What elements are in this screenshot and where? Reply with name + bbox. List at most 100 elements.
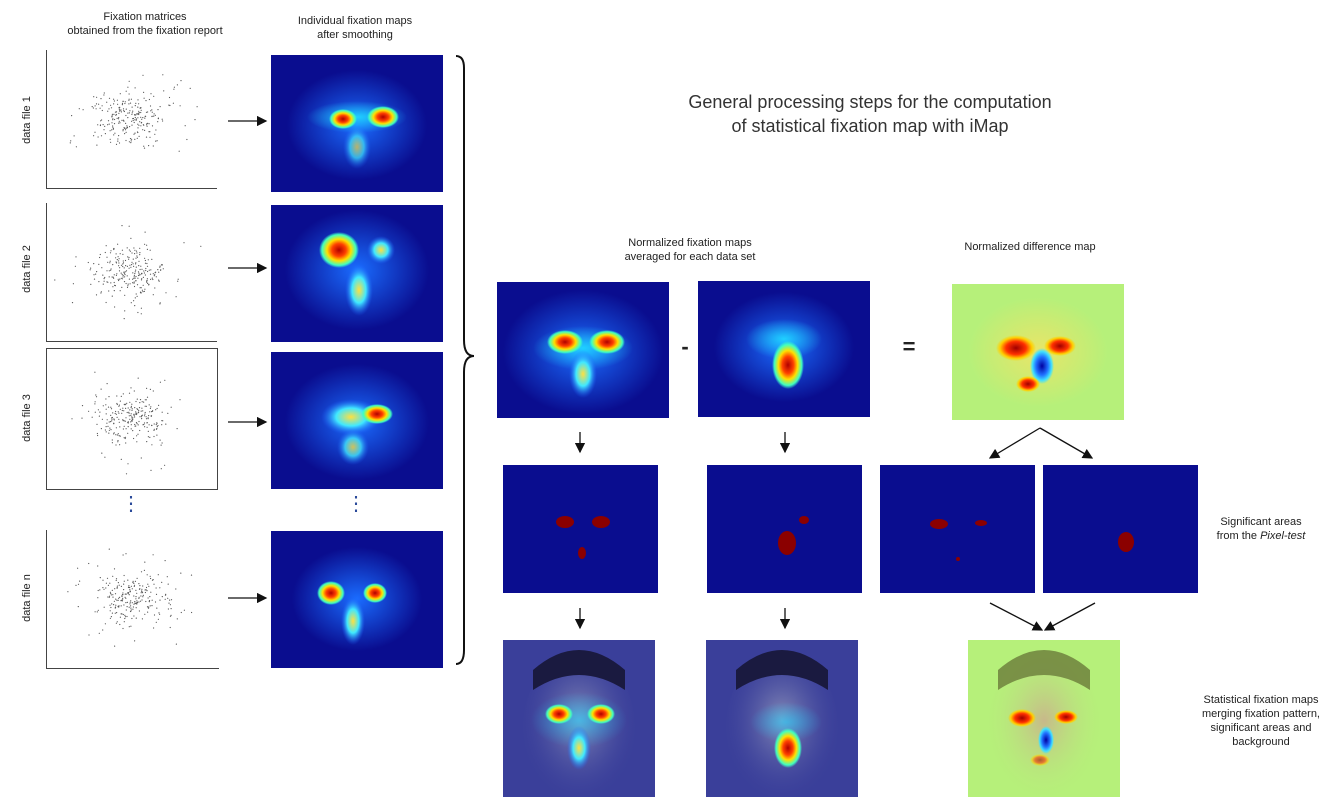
diagram-title: General processing steps for the computa… (688, 92, 1052, 136)
fixation-point (138, 420, 140, 423)
fixation-point (124, 420, 126, 422)
fixation-point (127, 256, 129, 258)
fixation-point (144, 613, 146, 615)
fixation-point (112, 286, 114, 288)
fixation-point (108, 548, 110, 550)
fixation-point (138, 588, 141, 590)
fixation-point (129, 110, 131, 112)
fixation-point (112, 264, 114, 266)
fixation-point (114, 612, 116, 614)
fixation-point (146, 262, 148, 265)
fixation-point (130, 428, 132, 430)
fixation-point (143, 91, 145, 93)
fixation-point (132, 263, 134, 265)
fixation-point (152, 145, 154, 147)
fixation-point (106, 270, 108, 272)
fixation-point (137, 117, 139, 119)
fixation-point (96, 96, 98, 98)
fixation-point (135, 102, 137, 104)
fixation-point (145, 115, 147, 117)
fixation-point (130, 585, 132, 587)
fixation-point (77, 606, 79, 608)
fixation-point (162, 120, 164, 122)
fixation-point (140, 265, 142, 267)
fixation-point (115, 578, 118, 580)
fixation-point (128, 626, 130, 628)
fixation-point (106, 281, 108, 283)
fixation-point (109, 427, 111, 429)
fixation-point (194, 119, 196, 121)
fixation-point (135, 269, 137, 271)
fixation-point (93, 96, 95, 98)
fixation-point (144, 288, 146, 290)
fixation-point (129, 591, 131, 593)
fixation-point (123, 281, 126, 283)
fixation-point (168, 96, 171, 99)
fixation-point (141, 418, 143, 420)
fixation-point (133, 300, 135, 302)
fixation-point (146, 278, 148, 280)
fixation-point (115, 604, 117, 606)
fixation-point (94, 105, 96, 107)
fixation-point (153, 428, 155, 430)
fixation-point (129, 610, 132, 613)
fixation-point (115, 427, 117, 429)
fixation-point (132, 272, 134, 274)
fixation-point (155, 587, 157, 589)
fixation-point (119, 110, 121, 112)
fixation-point (88, 634, 90, 636)
fixation-point (132, 581, 134, 584)
fixation-point (109, 130, 111, 132)
fixation-point (161, 442, 163, 444)
fixation-point (157, 269, 159, 271)
fixation-point (100, 120, 102, 122)
fixation-point (111, 122, 113, 124)
fixation-point (125, 407, 127, 409)
fixation-point (173, 88, 175, 90)
fixation-point (127, 86, 129, 88)
fixation-point (136, 295, 138, 297)
fixation-point (112, 276, 114, 278)
fixation-point (139, 416, 141, 418)
fixation-point (122, 597, 124, 599)
fixation-point (110, 406, 112, 408)
fixation-point (98, 281, 100, 283)
fixation-point (125, 417, 127, 419)
fixation-point (106, 101, 108, 103)
fixation-point (135, 422, 138, 424)
fixation-point (147, 611, 149, 613)
fixation-point (108, 432, 110, 434)
fixation-point (108, 396, 110, 398)
fixation-point (126, 402, 128, 404)
fixation-point (108, 108, 110, 110)
fixation-point (130, 98, 132, 100)
fixation-point (104, 251, 106, 254)
fixation-point (118, 279, 120, 282)
fixation-point (116, 585, 118, 587)
fixation-point (129, 601, 131, 603)
fixation-point (118, 418, 120, 420)
fixation-point (108, 290, 110, 292)
fixation-point (95, 394, 97, 396)
fixation-point (156, 426, 158, 428)
fixation-point (134, 272, 136, 275)
fixation-point (137, 123, 139, 125)
fixation-point (134, 132, 136, 134)
fixation-point (144, 257, 146, 259)
fixation-point (146, 281, 148, 283)
fixation-point (125, 139, 127, 142)
fixation-point (139, 399, 142, 401)
fixation-point (102, 629, 104, 631)
fixation-point (90, 283, 92, 285)
fixation-point (82, 109, 84, 111)
fixation-point (147, 436, 149, 438)
fixation-point (124, 436, 127, 438)
fixation-point (105, 404, 107, 406)
fixation-point (117, 243, 119, 245)
fixation-point (123, 267, 125, 269)
fixation-point (161, 596, 163, 598)
fixation-point (143, 147, 146, 149)
fixation-point (133, 584, 136, 586)
fixation-point (138, 409, 140, 412)
fixation-point (93, 135, 95, 137)
